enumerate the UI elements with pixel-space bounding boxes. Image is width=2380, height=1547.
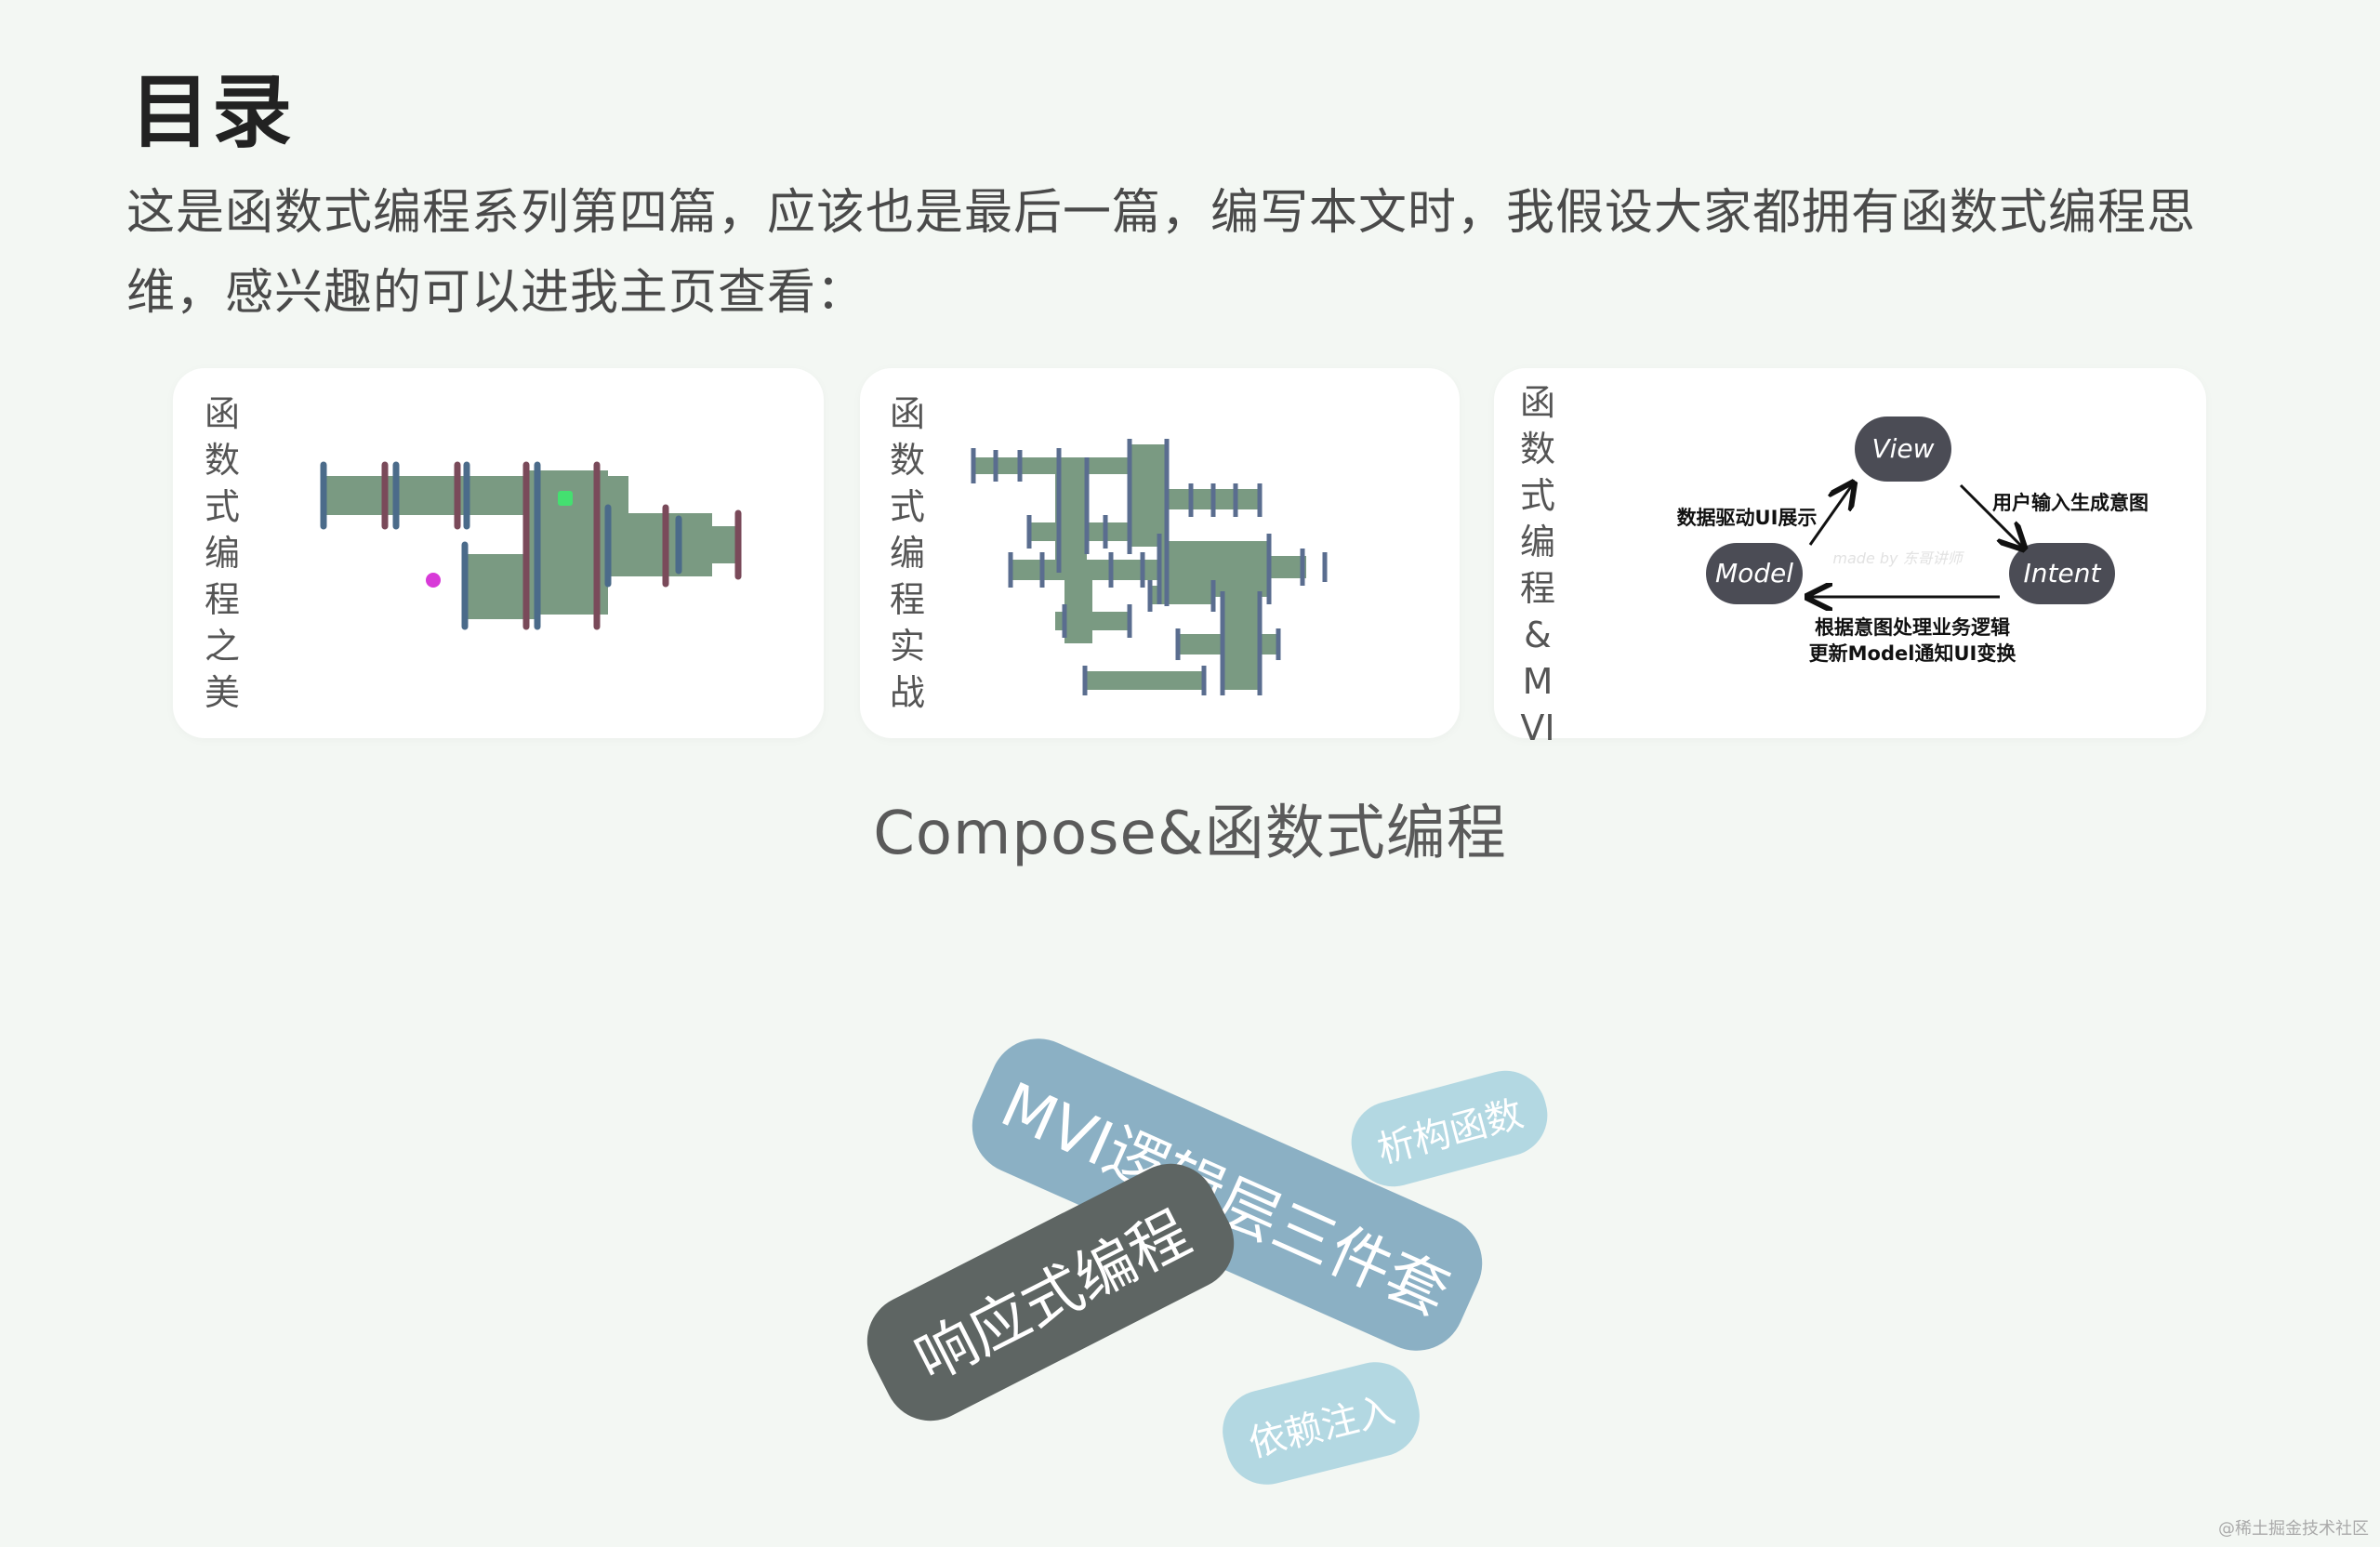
figure-caption: Compose&函数式编程 — [873, 800, 1507, 868]
article-card-beauty[interactable]: 函数式编程之美 — [173, 368, 824, 738]
view-node: View — [1855, 416, 1951, 482]
tag-destructuring: 析构函数 — [1342, 1061, 1557, 1197]
mvi-cycle-diagram: View Model Intent 数据驱动UI展示 用户输入生成意图 根据意图… — [1677, 416, 2149, 665]
svg-text:Intent: Intent — [2024, 558, 2102, 588]
page-title: 目录 — [130, 66, 294, 159]
arrow-view-to-intent — [1959, 483, 2022, 547]
label-intent-to-model-2: 更新Model通知UI变换 — [1809, 642, 2017, 665]
arrow-model-to-view — [1808, 485, 1852, 546]
diagram-credit: made by 东哥讲师 — [1832, 549, 1964, 567]
pipe-illustration — [320, 461, 742, 630]
model-node: Model — [1706, 543, 1803, 604]
watermark: @稀土掘金技术社区 — [2218, 1519, 2369, 1539]
article-card-practice[interactable]: 函数式编程实战 — [860, 368, 1460, 738]
article-card-mvi[interactable]: 函数式编程&MVI View Model Intent 数据驱动UI展示 用户输… — [1494, 368, 2206, 748]
intent-node: Intent — [2009, 543, 2115, 604]
label-view-to-intent: 用户输入生成意图 — [1992, 492, 2149, 514]
label-model-to-view: 数据驱动UI展示 — [1677, 507, 1818, 529]
label-intent-to-model-1: 根据意图处理业务逻辑 — [1815, 616, 2010, 639]
card-title: 函数式编程&MVI — [1519, 382, 1555, 748]
pipe-illustration — [971, 439, 1328, 695]
svg-text:Model: Model — [1715, 558, 1793, 588]
tag-dependency-injection: 依赖注入 — [1213, 1353, 1429, 1494]
intro-paragraph: 这是函数式编程系列第四篇，应该也是最后一篇，编写本文时，我假设大家都拥有函数式编… — [126, 185, 2197, 321]
card-title: 函数式编程之美 — [204, 393, 240, 713]
card-title: 函数式编程实战 — [889, 393, 925, 713]
svg-text:View: View — [1871, 433, 1934, 464]
